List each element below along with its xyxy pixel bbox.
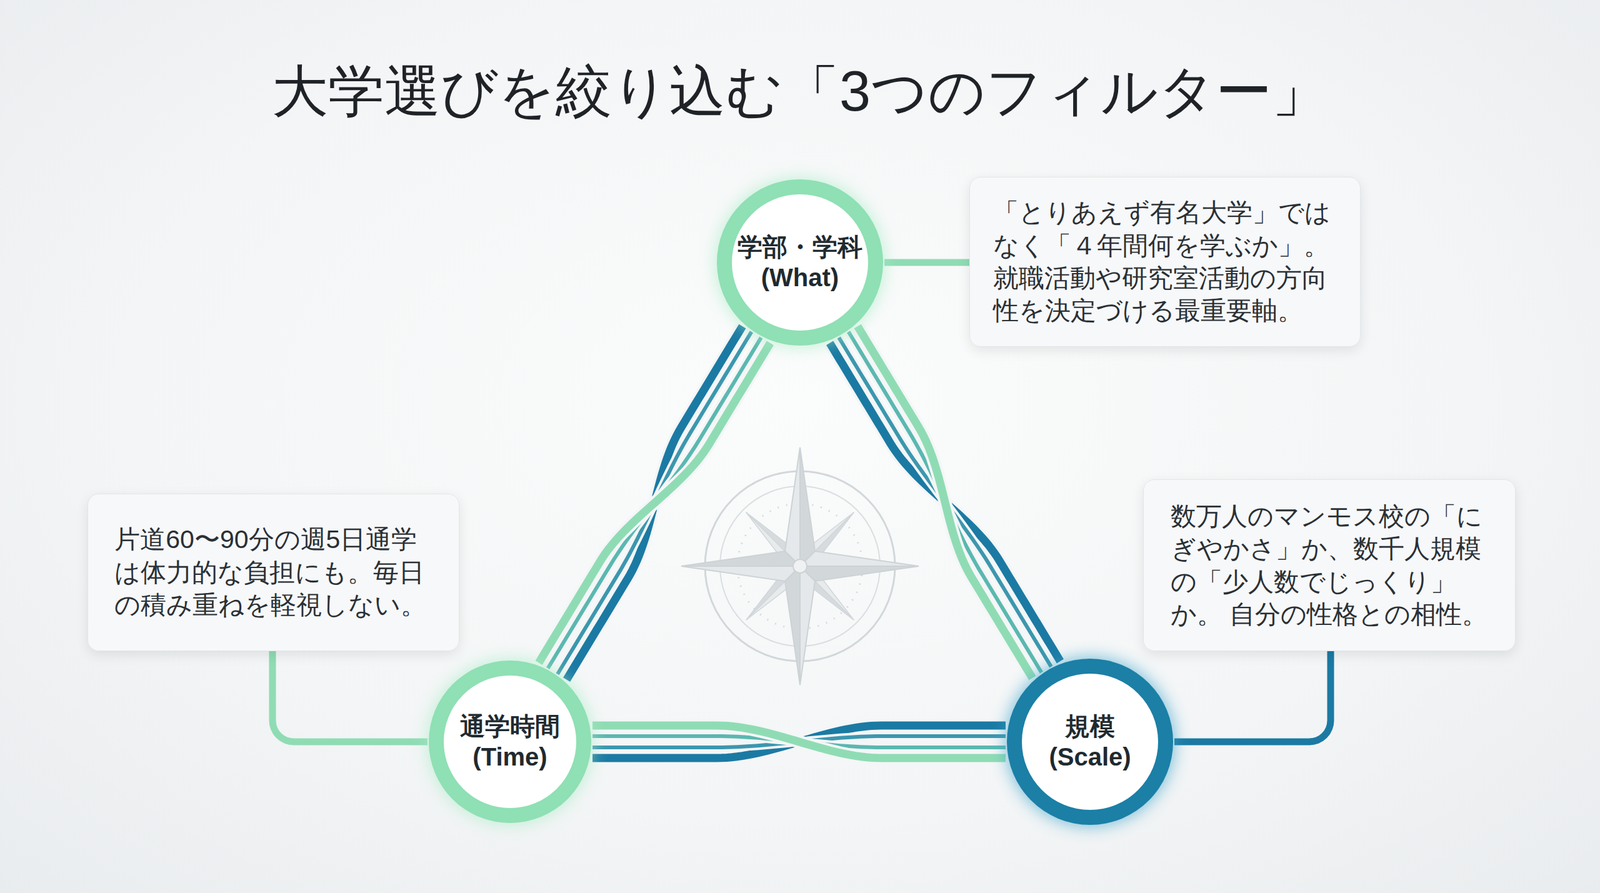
compass-point [785, 447, 815, 567]
compass-point [800, 551, 919, 582]
braid-strand [538, 343, 770, 664]
filter-label: (Time) [472, 741, 547, 773]
braided-connector [830, 326, 1061, 679]
leader-path [272, 651, 428, 742]
filter-label: (Scale) [1048, 741, 1131, 773]
strand-gap [538, 343, 770, 664]
circle-face [443, 675, 577, 809]
filter-circle: 通学時間(Time) [425, 656, 595, 827]
circle-outline [1003, 655, 1177, 829]
filter-label: 学部・学科 [737, 231, 863, 263]
braid-strand [592, 725, 1006, 759]
compass-point [785, 566, 815, 685]
strand-gap [592, 725, 1006, 759]
filter-label: 通学時間 [460, 711, 560, 742]
compass-point [681, 551, 800, 582]
title: 大学選びを絞り込む「3つのフィルター」 [0, 57, 1600, 125]
circle-outline [425, 656, 595, 827]
callout-box: 片道60〜90分の週5日通学 は体力的な負担にも。毎日 の積み重ねを軽視しない。 [87, 493, 460, 652]
circle-face [1021, 673, 1159, 810]
leader-path [1174, 651, 1331, 742]
circle-glow [1004, 656, 1176, 828]
circle-glow [426, 658, 594, 826]
filter-label: (What) [761, 262, 839, 294]
braided-connector [538, 326, 770, 680]
leader-line [272, 651, 428, 742]
compass-hub [793, 559, 807, 574]
circle-ring [716, 179, 884, 346]
callout-text: 片道60〜90分の週5日通学 は体力的な負担にも。毎日 の積み重ねを軽視しない。 [114, 523, 432, 622]
circle-ring [1006, 658, 1174, 825]
braid-strand [592, 725, 1006, 759]
circle-ring [428, 660, 592, 824]
callout-text: 「とりあえず有名大学」では なく「４年間何を学ぶか」。 就職活動や研究室活動の方… [993, 196, 1337, 328]
strand-gap [857, 326, 1033, 679]
callout-box: 「とりあえず有名大学」では なく「４年間何を学ぶか」。 就職活動や研究室活動の方… [969, 176, 1361, 347]
braid-strand [857, 326, 1033, 679]
filter-circle: 学部・学科(What) [713, 175, 887, 350]
strand-gap [592, 725, 1006, 759]
leader-path [884, 259, 970, 267]
circle-glow [714, 176, 886, 349]
compass-watermark [681, 447, 919, 685]
circle-face [731, 194, 869, 331]
circle-outline [713, 175, 887, 350]
braided-connector [592, 725, 1006, 759]
callout-box: 数万人のマンモス校の「に ぎやかさ」か、数千人規模 の「少人数でじっくり」か。 … [1143, 479, 1516, 652]
leader-line [1174, 651, 1331, 742]
leader-line [884, 262, 970, 264]
filter-circle: 規模(Scale) [1003, 655, 1177, 829]
callout-text: 数万人のマンモス校の「に ぎやかさ」か、数千人規模 の「少人数でじっくり」か。 … [1170, 500, 1489, 632]
filter-label: 規模 [1065, 711, 1115, 742]
